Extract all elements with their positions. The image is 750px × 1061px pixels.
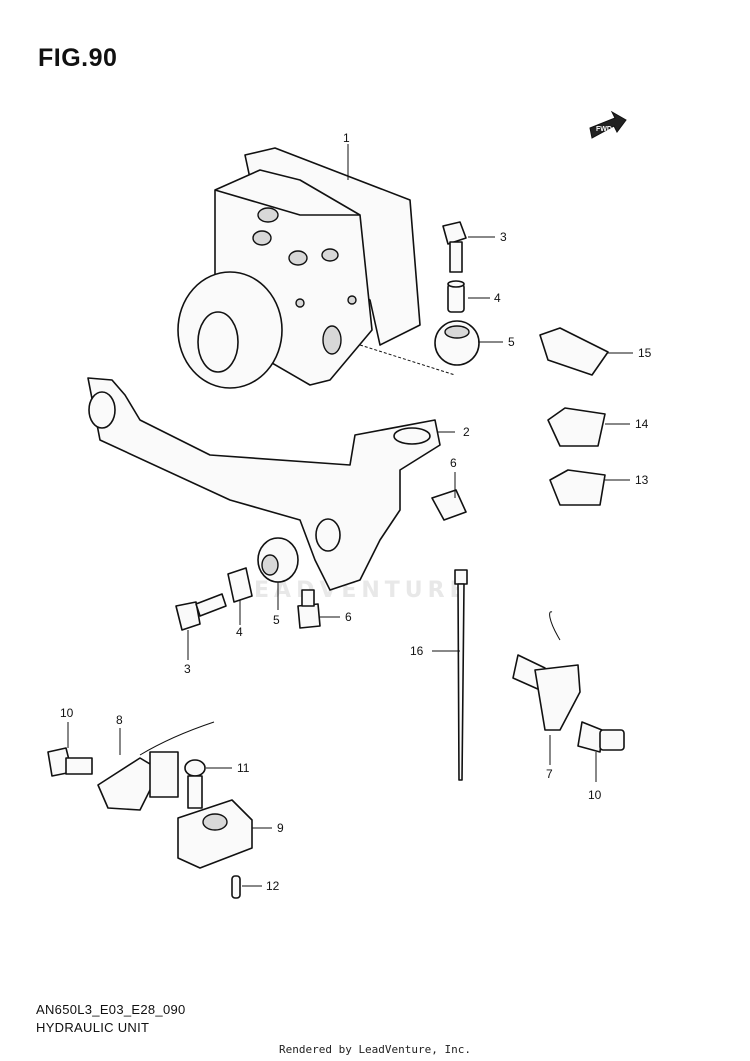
clamp-13[interactable]	[549, 469, 606, 506]
callout-5b: 5	[273, 613, 280, 627]
callout-3b: 3	[184, 662, 191, 676]
spacer-upper[interactable]	[447, 280, 465, 313]
fwd-label: FWD	[596, 126, 612, 133]
sensor-bracket[interactable]	[177, 799, 253, 869]
clamp-15[interactable]	[539, 327, 609, 376]
bracket[interactable]	[87, 377, 441, 591]
model-code: AN650L3_E03_E28_090	[36, 1002, 186, 1017]
cable-tie[interactable]	[454, 569, 468, 781]
bolt-lower[interactable]	[175, 593, 227, 631]
callout-15: 15	[638, 346, 652, 360]
flange-bolt-rear[interactable]	[577, 721, 625, 753]
pin[interactable]	[231, 875, 241, 899]
hydraulic-unit[interactable]	[177, 147, 421, 389]
callout-7: 7	[546, 767, 553, 781]
front-wheel-sensor[interactable]	[97, 721, 215, 811]
callout-6b: 6	[345, 610, 352, 624]
callout-10: 10	[60, 706, 74, 720]
flange-bolt-right[interactable]	[431, 489, 467, 521]
callout-16: 16	[410, 644, 424, 658]
bolt-front-sensor[interactable]	[47, 747, 93, 777]
callout-3: 3	[500, 230, 507, 244]
spacer-lower[interactable]	[227, 567, 253, 603]
bolt-upper[interactable]	[442, 221, 467, 273]
callout-5: 5	[508, 335, 515, 349]
callout-9: 9	[277, 821, 284, 835]
callout-14: 14	[635, 417, 649, 431]
callout-4b: 4	[236, 625, 243, 639]
callout-6: 6	[450, 456, 457, 470]
callout-8: 8	[116, 713, 123, 727]
callout-11: 11	[237, 761, 250, 775]
callout-13: 13	[635, 473, 649, 487]
rear-wheel-sensor[interactable]	[512, 611, 581, 731]
callout-2: 2	[463, 425, 470, 439]
figure-title: FIG.90	[38, 44, 118, 72]
callout-10b: 10	[588, 788, 602, 802]
callout-4: 4	[494, 291, 501, 305]
callout-12: 12	[266, 879, 280, 893]
grommet-lower[interactable]	[257, 537, 299, 583]
bolt-bracket[interactable]	[184, 759, 206, 809]
grommet-upper[interactable]	[434, 320, 480, 366]
footer-credit: Rendered by LeadVenture, Inc.	[278, 1043, 472, 1056]
assembly-name: HYDRAULIC UNIT	[36, 1020, 150, 1035]
callout-1: 1	[343, 131, 350, 145]
fwd-arrow-icon: FWD	[589, 110, 627, 139]
flange-bolt-lower[interactable]	[297, 589, 321, 629]
leader-lines	[67, 144, 633, 887]
clamp-14[interactable]	[547, 407, 606, 447]
